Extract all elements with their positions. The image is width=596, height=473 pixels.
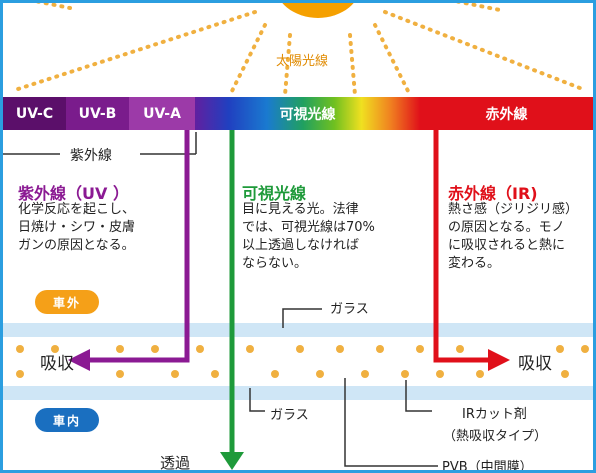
inside-badge: 車内 (35, 408, 99, 432)
ir-line: の原因となる。モノ (448, 220, 565, 235)
uv-line: 日焼け・シワ・皮膚 (18, 220, 136, 235)
uv-line: 化学反応を起こし、 (18, 202, 136, 217)
leader-lines (249, 308, 438, 467)
uv-line: ガンの原因となる。 (18, 238, 135, 253)
sun-icon (279, 0, 357, 18)
ir-line: 熱さ感（ジリジリ感） (448, 202, 579, 217)
uv-title: 紫外線（UV ） (18, 184, 129, 203)
glass-layer-outer (3, 323, 593, 337)
spectrum-uvb: UV-B (66, 97, 129, 130)
pvb-dots (16, 345, 589, 378)
spectrum-infrared: 赤外線 (420, 97, 593, 130)
visible-line: 目に見える光。法律 (242, 202, 359, 217)
absorb-label-ir: 吸収 (518, 354, 552, 374)
spectrum-uvc: UV-C (3, 97, 66, 130)
glass-label-top: ガラス (330, 302, 369, 317)
absorb-label-uv: 吸収 (40, 354, 74, 374)
uv-description: 化学反応を起こし、 日焼け・シワ・皮膚 ガンの原因となる。 (18, 201, 135, 255)
visible-line: ならない。 (242, 256, 308, 271)
visible-line: では、可視光線は70% (242, 220, 375, 235)
visible-transmit-arrow (220, 130, 244, 470)
visible-description: 目に見える光。法律 では、可視光線は70% 以上透過しなければ ならない。 (242, 201, 375, 273)
sun-rays (13, 0, 587, 97)
ir-cut-label: IRカット剤 (462, 407, 527, 422)
uv-bracket-label: 紫外線 (70, 148, 112, 164)
uv-absorb-arrow (68, 130, 190, 371)
ir-line: 変わる。 (448, 256, 501, 271)
ir-cut-type-label: （熱吸収タイプ） (443, 429, 548, 444)
ir-title: 赤外線（IR) (448, 184, 538, 203)
spectrum-uva: UV-A (129, 97, 195, 130)
glass-label-bottom: ガラス (270, 408, 309, 423)
pvb-label: PVB（中間膜） (442, 460, 533, 473)
sun-label: 太陽光線 (276, 54, 329, 69)
visible-line: 以上透過しなければ (242, 238, 360, 253)
sun-ray-lines (13, 0, 587, 97)
outside-badge: 車外 (35, 290, 99, 314)
spectrum-visible: 可視光線 (195, 97, 420, 130)
visible-title: 可視光線 (242, 184, 307, 203)
glass-layer-inner (3, 386, 593, 400)
ir-description: 熱さ感（ジリジリ感） の原因となる。モノ に吸収されると熱に 変わる。 (448, 201, 578, 273)
ir-line: に吸収されると熱に (448, 238, 566, 253)
ir-absorb-arrow (433, 130, 510, 371)
transmit-label: 透過 (160, 454, 191, 472)
